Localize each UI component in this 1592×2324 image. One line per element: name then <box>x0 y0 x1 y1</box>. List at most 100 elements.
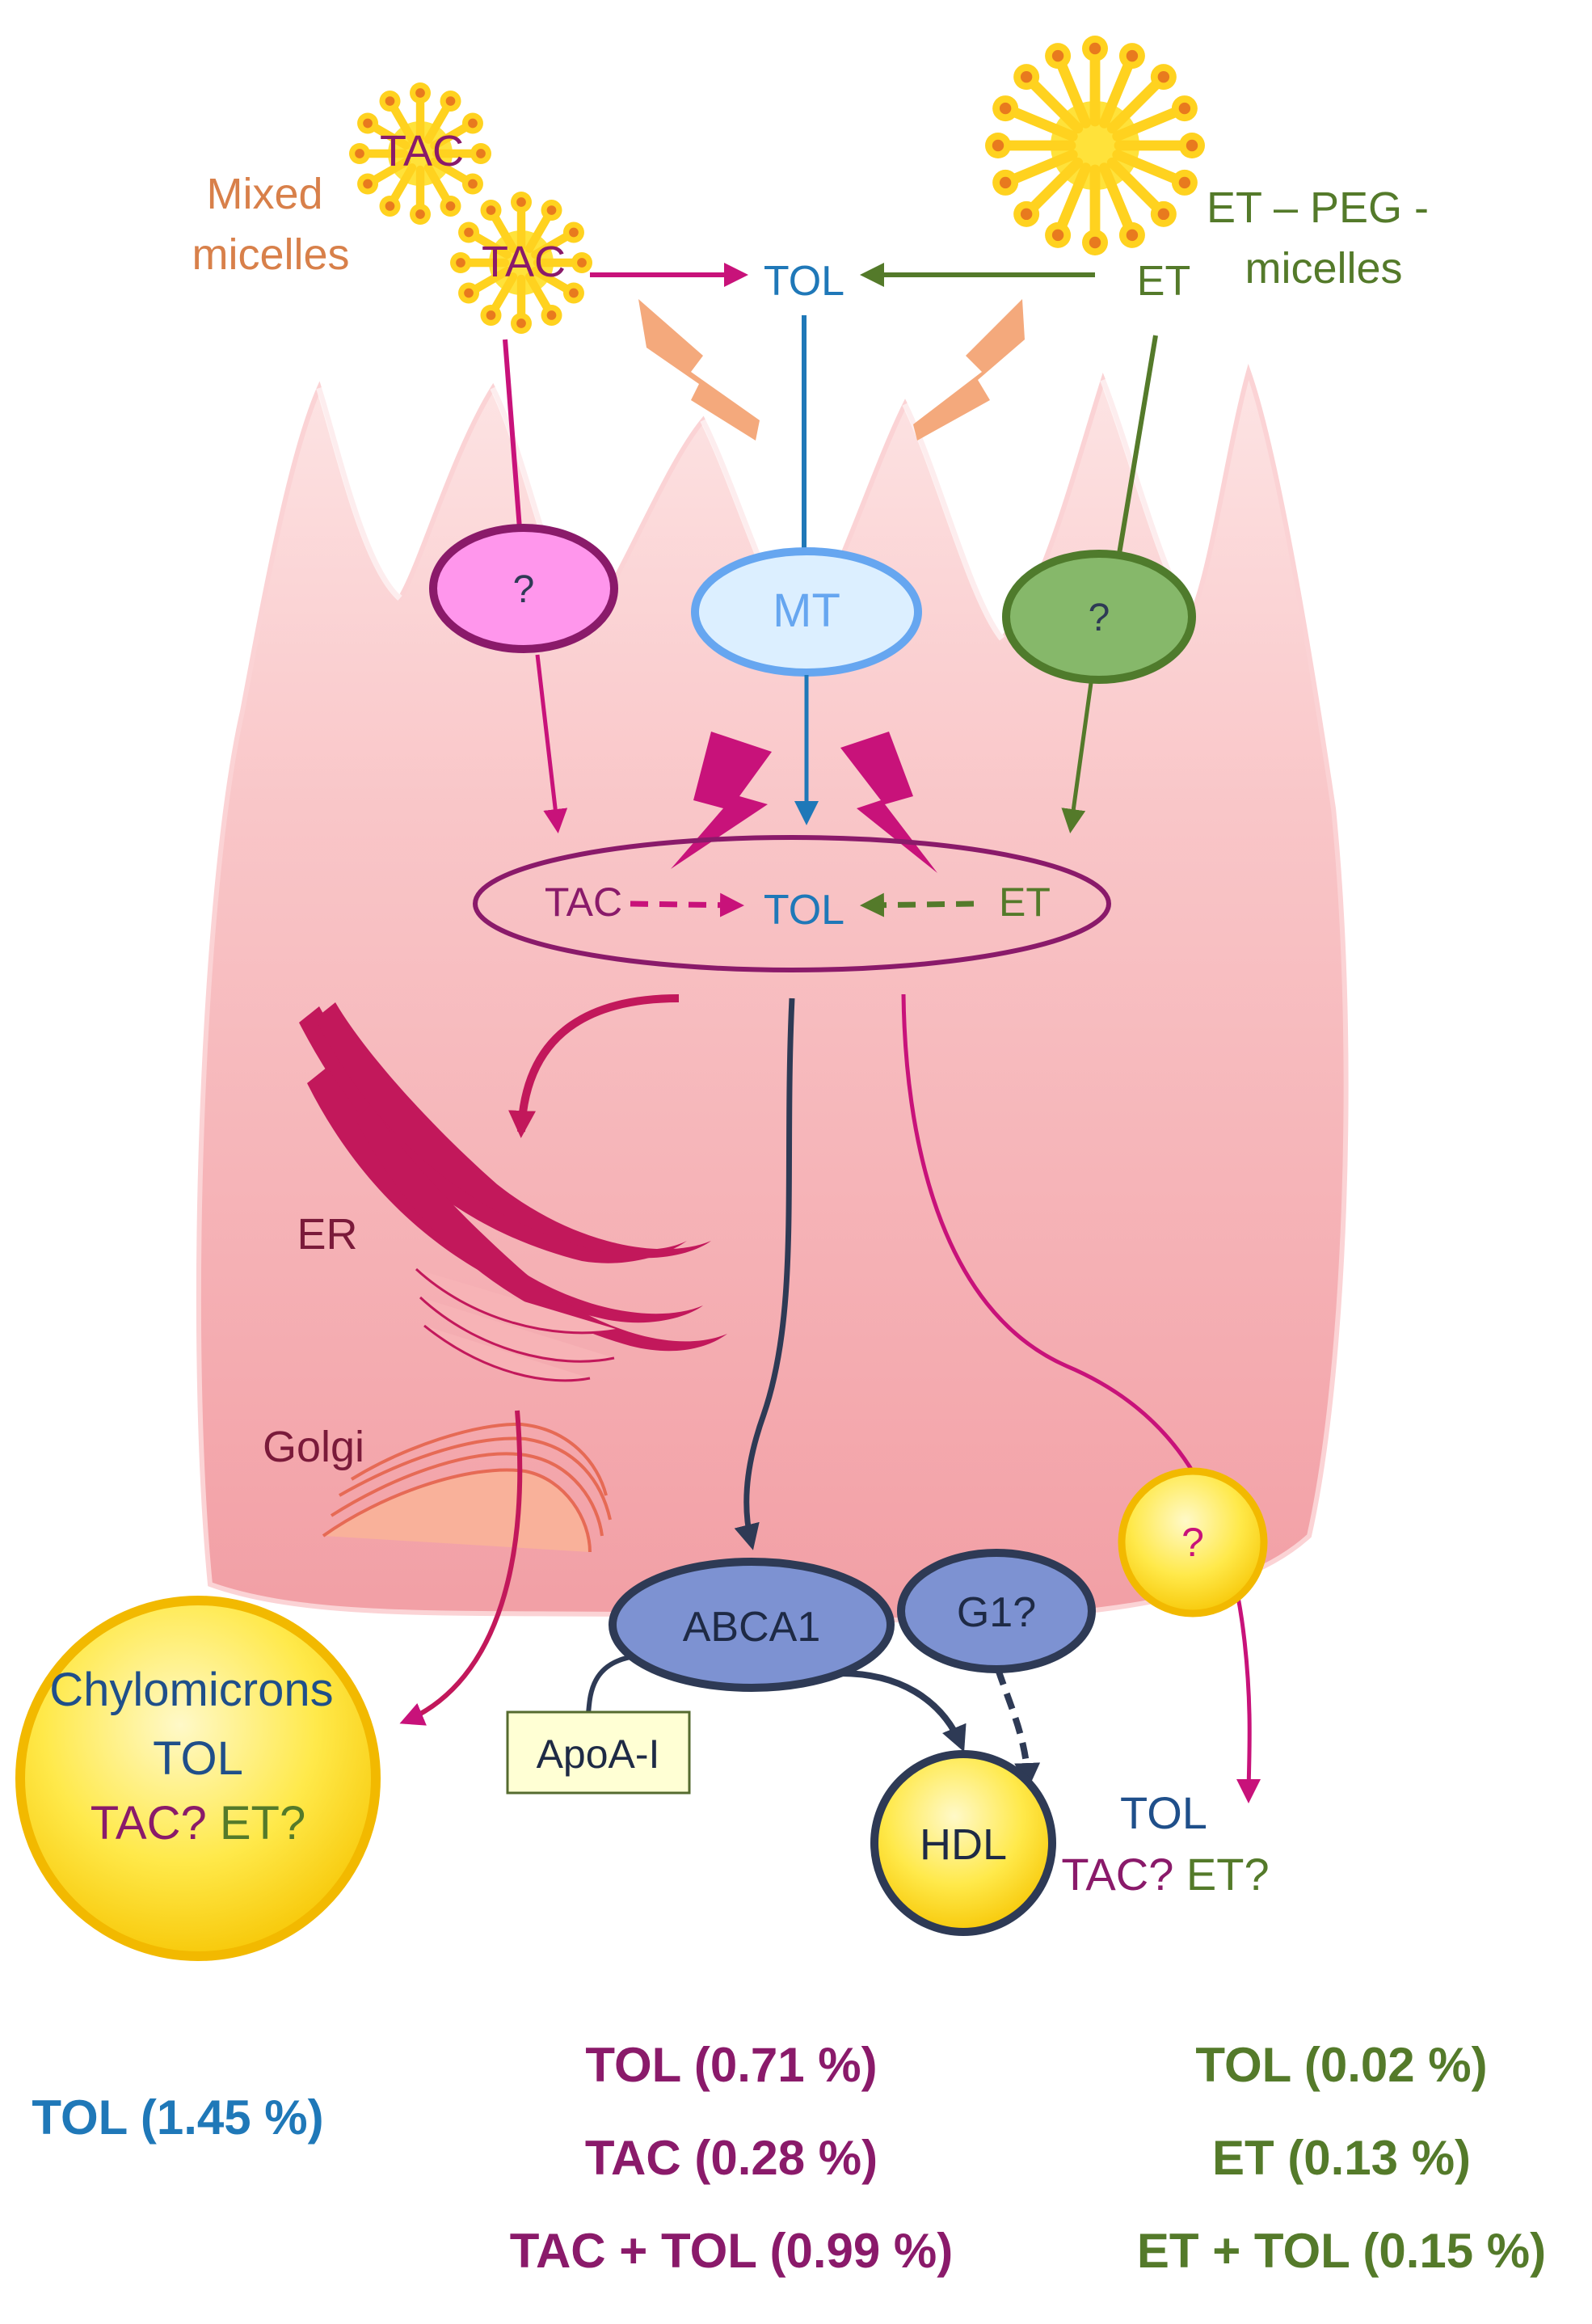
result-right-1: TOL (0.02 %) <box>1195 2038 1487 2092</box>
et-peg-micelle-head-dot <box>1089 236 1101 249</box>
et-peg-micelle-head-dot <box>1126 49 1139 62</box>
arrow-abca1-to-hdl <box>840 1670 967 1752</box>
et-peg-micelle-head-dot <box>1186 139 1198 152</box>
chylomicrons-particle: Chylomicrons TOL TAC? ET? <box>15 1596 381 1961</box>
chylomicrons-tac: TAC? <box>91 1797 207 1849</box>
chylomicrons-et: ET? <box>220 1797 305 1849</box>
golgi-apparatus <box>322 1422 612 1553</box>
et-transporter-label: ? <box>1089 597 1110 639</box>
et-peg-micelle-head-dot <box>992 139 1004 152</box>
tac-micelle-2-head-dot <box>546 205 557 215</box>
tac-transporter-label: ? <box>513 568 535 611</box>
tac-micelle-2-head-dot <box>577 258 587 268</box>
mt-transporter: MT <box>691 547 922 677</box>
tac-micelle-2-head-dot <box>486 310 496 320</box>
out-tac: TAC? <box>1061 1849 1173 1900</box>
tac-micelle-1-head-dot <box>476 149 486 158</box>
result-right-2: ET (0.13 %) <box>1212 2131 1471 2185</box>
abca1-transporter: ABCA1 <box>609 1558 895 1692</box>
et-peg-micelle-head-dot <box>1178 176 1191 189</box>
tac-micelle-1-head-dot <box>415 209 425 219</box>
tac-micelle-1-head-dot <box>385 96 395 106</box>
cytoplasm-ellipse <box>473 835 1111 972</box>
arrow-to-chylomicrons <box>399 1410 523 1726</box>
tac-micelle-2-head-dot <box>516 318 526 328</box>
tac-micelle-1-head-dot <box>385 201 395 211</box>
out-tol-label: TOL <box>1120 1787 1207 1838</box>
tac-micelle-2-head-dot <box>546 310 557 320</box>
results-left: TOL (1.45 %) <box>32 2090 323 2145</box>
et-uptake-line <box>1117 335 1158 555</box>
top-tol-label: TOL <box>764 258 844 305</box>
er-label: ER <box>297 1210 357 1259</box>
dashed-arrow-et-to-tol <box>860 892 975 917</box>
tac-micelle-1-head-dot <box>363 179 373 189</box>
lightning-bolt-magenta-right-icon <box>840 732 937 873</box>
top-et-label: ET <box>1137 258 1190 305</box>
tac-transporter: ? <box>429 524 618 653</box>
arrow-tac-into-cell <box>535 654 568 833</box>
chylomicrons-tac-et: TAC? ET? <box>91 1797 305 1849</box>
et-peg-micelle-head-dot <box>1126 229 1139 242</box>
tac-micelle-2 <box>450 192 592 334</box>
result-middle-1: TOL (0.71 %) <box>585 2038 877 2092</box>
et-peg-micelle-head-dot <box>1020 70 1033 83</box>
tac-micelle-1-head-dot <box>468 179 478 189</box>
endoplasmic-reticulum <box>299 1002 727 1382</box>
hdl-particle: HDL <box>870 1750 1056 1936</box>
tac-micelle-1-head-dot <box>445 201 456 211</box>
tac-uptake-line <box>503 339 524 550</box>
tac-micelle-1 <box>349 82 491 225</box>
out-et: ET? <box>1186 1849 1270 1900</box>
lightning-bolt-left-icon <box>638 299 760 441</box>
lightning-bolt-right-icon <box>913 299 1025 441</box>
arrow-to-abca1 <box>734 998 795 1550</box>
et-peg-micelle-head-dot <box>1157 70 1170 83</box>
et-peg-micelle-head-dot <box>1157 208 1170 221</box>
abca1-label: ABCA1 <box>683 1604 821 1651</box>
micelle-tac-label-2: TAC <box>482 238 566 286</box>
tac-micelle-2-head-dot <box>569 288 579 298</box>
tac-micelle-1-head-dot <box>445 96 456 106</box>
results-middle: TOL (0.71 %) TAC (0.28 %) TAC + TOL (0.9… <box>510 2038 953 2278</box>
golgi-label: Golgi <box>263 1423 364 1471</box>
et-peg-micelle-head-dot <box>1178 102 1191 115</box>
tac-micelle-2-head-dot <box>464 227 474 238</box>
hdl-label: HDL <box>920 1820 1007 1869</box>
tac-micelle-2-head-dot <box>486 205 496 215</box>
dashed-arrow-tac-to-tol <box>630 892 744 917</box>
tac-micelle-1-head-dot <box>415 88 425 98</box>
tac-micelle-1-head-dot <box>355 149 364 158</box>
cyto-tac-label: TAC <box>545 879 622 925</box>
out-tac-et-label: TAC? ET? <box>1061 1849 1269 1900</box>
chylomicrons-label: Chylomicrons TOL <box>49 1664 346 1785</box>
et-peg-micelle <box>985 36 1205 255</box>
tac-micelle-2-core <box>489 230 554 295</box>
micelle-tac-label-1: TAC <box>380 127 464 175</box>
mixed-micelles-label: Mixed micelles <box>192 170 349 279</box>
tac-micelle-1-head-dot <box>468 118 478 129</box>
et-peg-micelle-head-dot <box>999 176 1012 189</box>
et-peg-micelle-head-dot <box>1051 229 1064 242</box>
tac-micelle-2-head-dot <box>516 197 526 207</box>
et-peg-micelle-head-dot <box>1089 42 1101 55</box>
et-peg-micelle-head-dot <box>1051 49 1064 62</box>
tac-micelle-2-head-dot <box>464 288 474 298</box>
arrow-basolateral-efflux <box>901 993 1261 1803</box>
result-middle-3: TAC + TOL (0.99 %) <box>510 2224 953 2278</box>
cyto-tol-label: TOL <box>764 887 844 934</box>
results-right: TOL (0.02 %) ET (0.13 %) ET + TOL (0.15 … <box>1137 2038 1546 2278</box>
tac-micelle-1-core <box>388 121 453 186</box>
dashed-arrow-g1-to-hdl <box>995 1668 1041 1789</box>
et-peg-micelle-head-dot <box>1020 208 1033 221</box>
arrow-et-into-cell <box>1061 682 1093 833</box>
apoai-connector <box>586 1655 631 1715</box>
g1-transporter: G1? <box>897 1549 1096 1673</box>
apoai-label: ApoA-I <box>537 1731 660 1777</box>
tac-micelle-2-head-dot <box>569 227 579 238</box>
lightning-bolt-magenta-left-icon <box>671 732 772 869</box>
g1-label: G1? <box>957 1589 1036 1636</box>
apoai-box: ApoA-I <box>506 1710 691 1795</box>
basolateral-transporter-label: ? <box>1181 1520 1204 1565</box>
